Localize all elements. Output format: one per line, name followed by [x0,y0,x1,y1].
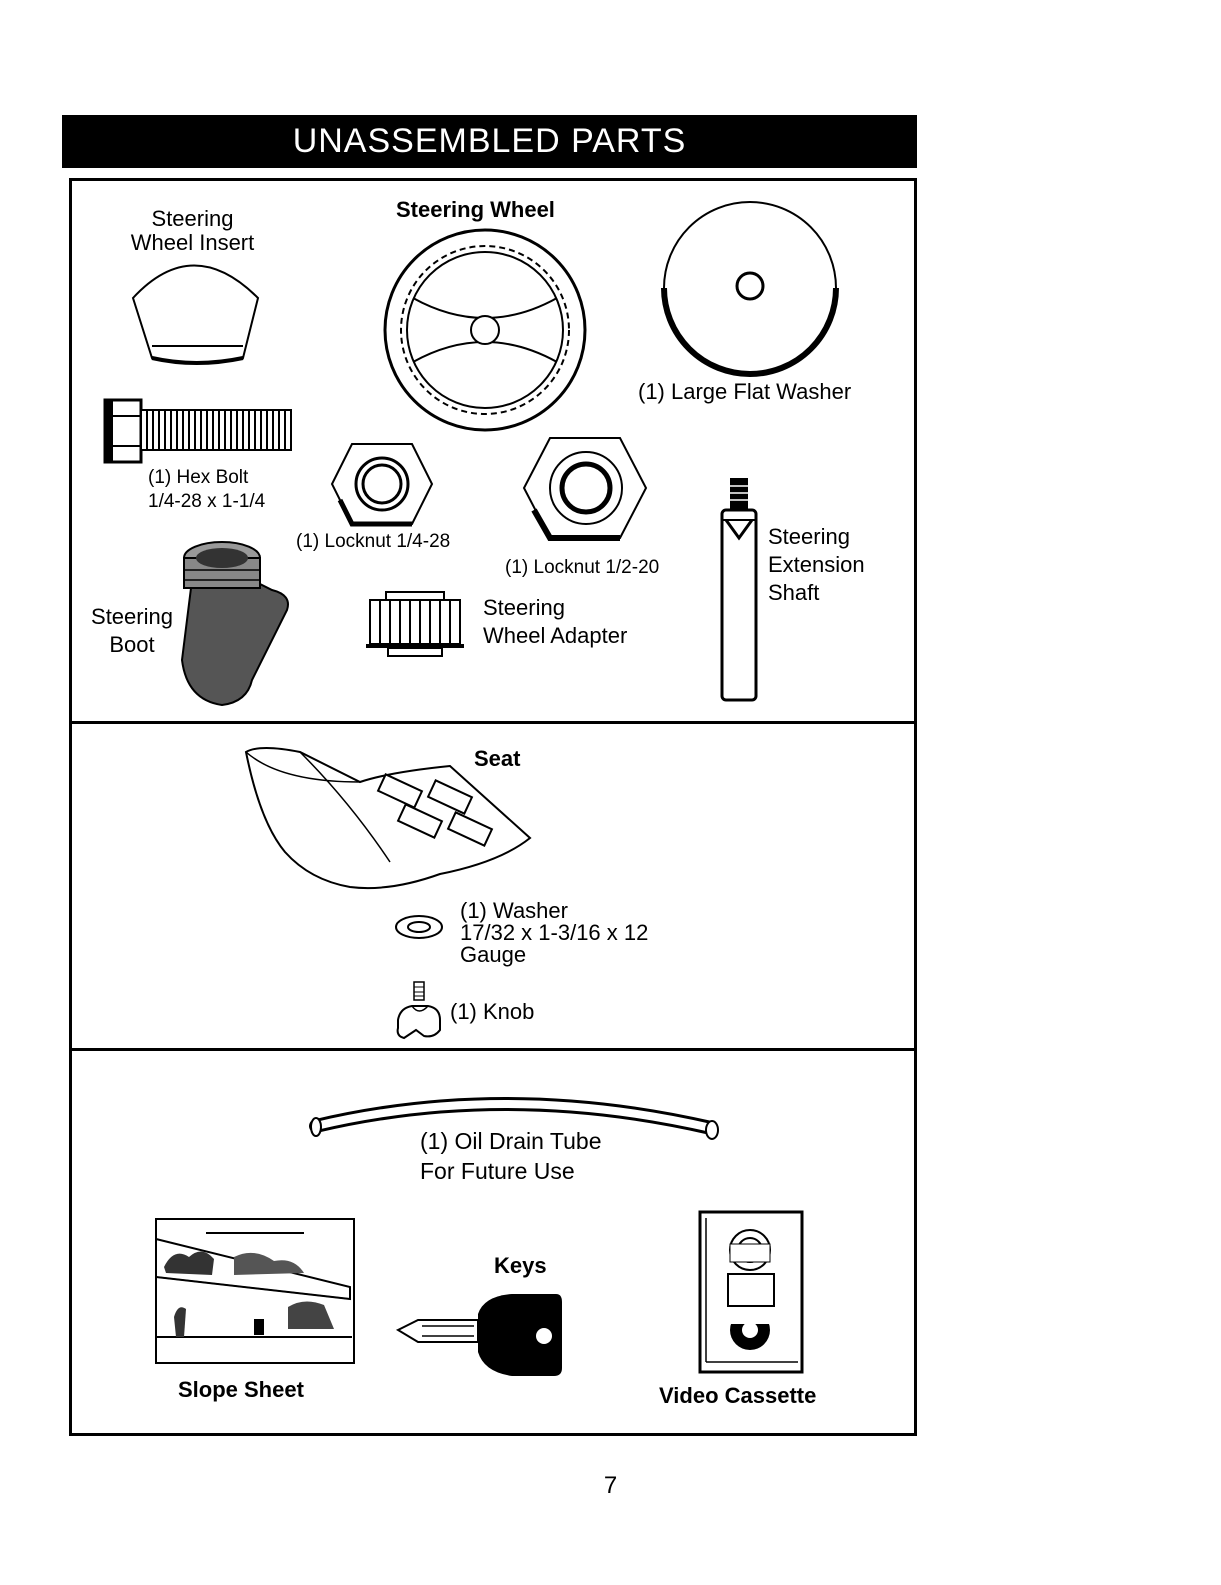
label-line: (1) Oil Drain Tube [420,1128,602,1154]
locknut-large-icon [522,437,648,541]
label-line: (1) Hex Bolt [148,467,249,488]
steering-wheel-insert-icon [131,264,260,365]
knob-icon [396,981,441,1040]
steering-wheel-icon [383,228,587,432]
washer-label: (1) Washer 17/32 x 1-3/16 x 12 Gauge [460,900,648,966]
steering-wheel-adapter-label: Steering Wheel Adapter [483,594,627,650]
video-cassette-label: Video Cassette [659,1383,817,1408]
label-line: Steering [483,595,565,620]
label-line: Boot [109,632,155,657]
keys-label: Keys [494,1253,547,1278]
label-line: 1/4-28 x 1-1/4 [148,491,266,512]
hex-bolt-icon [103,398,292,464]
oil-drain-tube-icon [309,1097,719,1140]
page-number: 7 [603,1472,618,1499]
hex-bolt-label: (1) Hex Bolt 1/4-28 x 1-1/4 [148,466,265,514]
steering-boot-label: Steering Boot [82,603,182,659]
label-line: Extension [768,552,865,577]
locknut-small-icon [330,443,434,527]
large-flat-washer-icon [661,201,839,377]
slope-sheet-label: Slope Sheet [178,1377,304,1402]
large-flat-washer-label: (1) Large Flat Washer [638,379,852,404]
seat-label: Seat [474,746,521,771]
label-line: Steering [768,524,850,549]
label-line: 17/32 x 1-3/16 x 12 [460,920,649,945]
label-line: Gauge [460,942,527,967]
locknut-large-label: (1) Locknut 1/2-20 [505,557,660,578]
steering-wheel-label: Steering Wheel [396,197,555,222]
steering-extension-shaft-label: Steering Extension Shaft [768,523,865,607]
label-line: Wheel Insert [130,230,255,255]
section-divider-2 [69,1048,917,1051]
label-line: (1) Washer [460,898,568,923]
washer-icon [395,915,443,939]
label-line: Shaft [768,580,820,605]
section-divider-1 [69,721,917,724]
oil-drain-tube-label: (1) Oil Drain Tube For Future Use [420,1126,602,1186]
slope-sheet-icon [155,1218,355,1364]
key-icon [395,1294,562,1376]
label-line: For Future Use [420,1158,575,1184]
seat-icon [244,747,532,890]
label-line: Wheel Adapter [483,623,628,648]
steering-wheel-adapter-icon [366,591,464,657]
steering-wheel-insert-label: Steering Wheel Insert [110,205,275,257]
steering-extension-shaft-icon [720,478,758,702]
label-line: Steering [91,604,173,629]
locknut-small-label: (1) Locknut 1/4-28 [296,531,451,552]
label-line: Steering [151,206,234,231]
video-cassette-icon [698,1210,804,1374]
page-title: UNASSEMBLED PARTS [62,115,917,168]
parts-frame [69,178,917,1436]
knob-label: (1) Knob [450,999,535,1024]
steering-boot-icon [180,541,289,707]
